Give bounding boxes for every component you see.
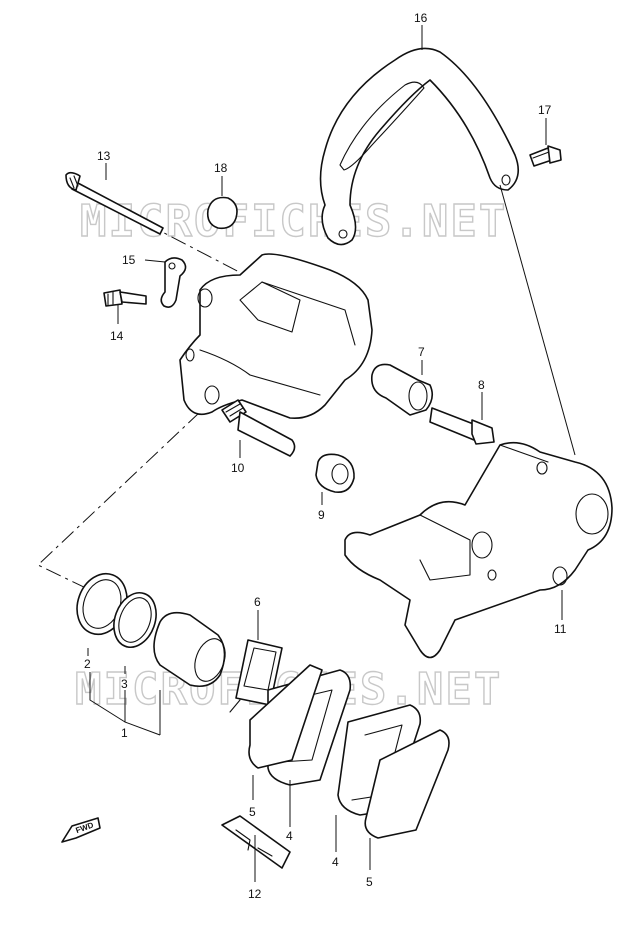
callout-18: 18: [214, 161, 228, 175]
callout-7: 7: [418, 345, 425, 359]
leader-lines: [87, 25, 563, 882]
bolt-17: [529, 145, 562, 167]
callout-8: 8: [478, 378, 485, 392]
slide-pin-10: [221, 399, 296, 457]
seal-3: [113, 592, 157, 648]
callout-17: 17: [538, 103, 552, 117]
callout-4b: 4: [332, 855, 339, 869]
callout-6: 6: [254, 595, 261, 609]
piston: [153, 611, 226, 688]
callout-10: 10: [231, 461, 245, 475]
pin-13: [65, 171, 164, 235]
sleeve-7: [370, 363, 434, 416]
caliper-body: [179, 253, 373, 420]
callout-1: 1: [121, 726, 128, 740]
boot-9: [315, 453, 355, 494]
fwd-arrow-icon: FWD: [61, 817, 101, 843]
callout-4a: 4: [286, 829, 293, 843]
callout-16: 16: [414, 11, 428, 25]
callout-3: 3: [121, 677, 128, 691]
bleeder-14: [103, 289, 147, 307]
callout-2: 2: [84, 657, 91, 671]
callout-14: 14: [110, 329, 124, 343]
pad-5-rear: [364, 729, 450, 839]
bracket-16: [319, 47, 520, 246]
pad-5-front: [248, 664, 323, 769]
clip-15: [160, 257, 187, 308]
bolt-8: [429, 407, 495, 445]
caliper-bracket-11: [344, 441, 613, 659]
cap-18: [206, 196, 238, 230]
callout-5b: 5: [366, 875, 373, 889]
callout-5a: 5: [249, 805, 256, 819]
callout-11: 11: [554, 622, 567, 636]
leader-bracket-link: [499, 184, 576, 456]
callouts: 1 2 3 4 4 5 5 6 7 8 9 10 11 12 13 14 15 …: [84, 11, 567, 901]
callout-13: 13: [97, 149, 111, 163]
callout-15: 15: [122, 253, 136, 267]
spring-12: [221, 815, 291, 869]
callout-12: 12: [248, 887, 262, 901]
callout-9: 9: [318, 508, 325, 522]
